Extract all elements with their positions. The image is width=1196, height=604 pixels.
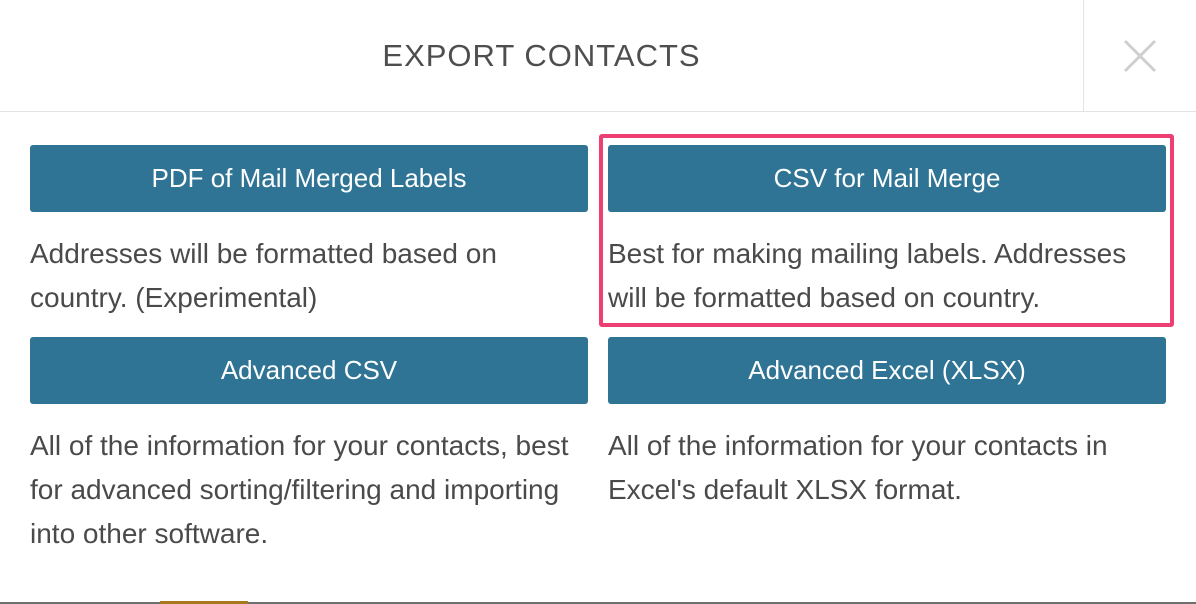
close-icon xyxy=(1123,39,1157,72)
advanced-excel-button[interactable]: Advanced Excel (XLSX) xyxy=(608,337,1166,404)
export-option-advanced-excel: Advanced Excel (XLSX) All of the informa… xyxy=(608,337,1166,512)
advanced-excel-description: All of the information for your contacts… xyxy=(608,430,1108,505)
bottom-accent-bar xyxy=(160,601,248,604)
advanced-csv-button[interactable]: Advanced CSV xyxy=(30,337,588,404)
pdf-mail-merged-labels-button[interactable]: PDF of Mail Merged Labels xyxy=(30,145,588,212)
bottom-border xyxy=(0,602,1196,604)
export-option-pdf-labels: PDF of Mail Merged Labels Addresses will… xyxy=(30,145,588,320)
export-option-csv-mail-merge: CSV for Mail Merge Best for making maili… xyxy=(608,145,1166,320)
csv-for-mail-merge-button[interactable]: CSV for Mail Merge xyxy=(608,145,1166,212)
csv-for-mail-merge-description: Best for making mailing labels. Addresse… xyxy=(608,238,1127,313)
pdf-mail-merged-labels-description: Addresses will be formatted based on cou… xyxy=(30,238,497,313)
modal-header: EXPORT CONTACTS xyxy=(0,0,1196,112)
close-button[interactable] xyxy=(1083,0,1196,111)
export-option-advanced-csv: Advanced CSV All of the information for … xyxy=(30,337,588,556)
advanced-csv-description: All of the information for your contacts… xyxy=(30,430,569,549)
modal-title: EXPORT CONTACTS xyxy=(382,38,701,73)
